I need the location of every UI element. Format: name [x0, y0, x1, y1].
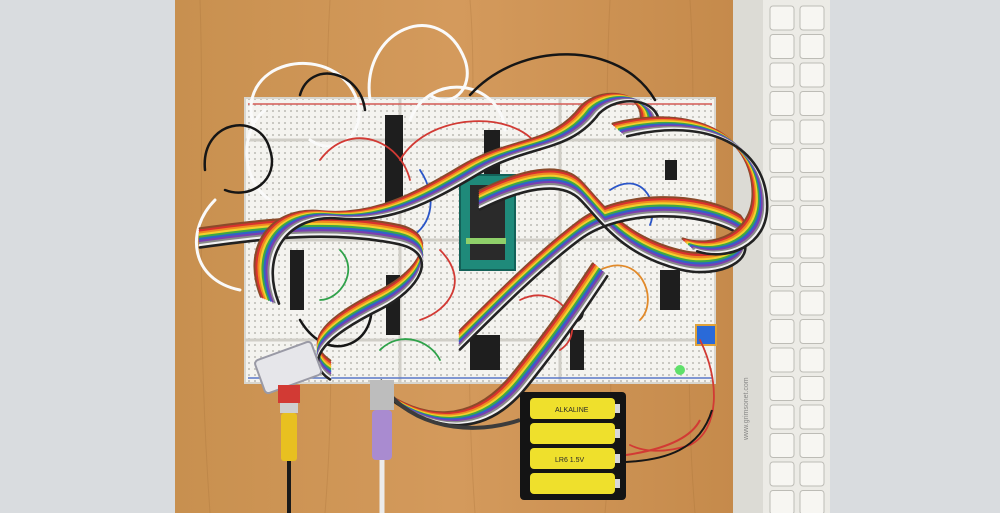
logic-chip	[660, 270, 680, 310]
ribbon-wire	[267, 98, 657, 304]
logic-chip	[665, 160, 677, 180]
keyboard-key	[799, 119, 825, 145]
ribbon-cable-bottom	[371, 116, 769, 427]
black-wires	[203, 53, 657, 348]
keyboard-key	[799, 461, 825, 487]
keyboard-key	[799, 262, 825, 287]
potentiometer	[695, 324, 717, 346]
chips	[290, 115, 680, 370]
cpu-chip	[385, 115, 403, 210]
keyboard-key	[769, 461, 795, 487]
keyboard-key	[769, 5, 795, 31]
ribbon-cables	[198, 92, 769, 427]
keyboard-key	[799, 233, 825, 259]
zif-lever	[466, 238, 506, 244]
ribbon-wire	[271, 99, 661, 305]
ribbon-wire	[458, 187, 747, 351]
logic-chip	[570, 330, 584, 370]
white-wires	[194, 24, 507, 292]
ribbon-wire	[255, 93, 645, 299]
ribbon-wire	[261, 95, 651, 301]
keyboard-key	[769, 433, 795, 458]
keyboard-key	[799, 176, 825, 202]
keyboard-key	[799, 347, 825, 373]
keyboard-key	[799, 319, 825, 344]
keyboard-key	[799, 5, 825, 31]
keyboard-key	[769, 205, 795, 230]
logic-chip	[470, 335, 500, 370]
battery-black-wire	[625, 409, 713, 463]
jumper-wires	[319, 120, 715, 452]
keyboard-key	[769, 233, 795, 259]
ribbon-wire	[269, 99, 659, 305]
keyboard-key	[799, 205, 825, 230]
aa-battery	[530, 448, 615, 469]
keyboard-key	[799, 34, 825, 59]
aa-battery	[530, 473, 615, 494]
video-connector	[254, 340, 323, 513]
watermark-text: www.grimsonet.com	[743, 377, 750, 441]
power-rails	[248, 103, 712, 379]
ribbon-cable-middle	[253, 92, 661, 305]
keyboard-key	[769, 148, 795, 173]
ribbon-wire	[253, 92, 643, 298]
keyboard-key	[799, 91, 825, 116]
ribbon-wire	[257, 94, 647, 300]
keyboard-key	[769, 62, 795, 88]
keyboard-key	[799, 490, 825, 513]
rca-plug	[281, 413, 297, 461]
battery-label: LR6 1.5V	[555, 457, 585, 464]
keyboard-key	[769, 347, 795, 373]
ps2-plug	[372, 410, 392, 460]
keyboard-key	[769, 91, 795, 116]
power-led	[675, 365, 685, 375]
logic-chip	[290, 250, 304, 310]
ribbon-wire	[263, 96, 653, 302]
left-background	[0, 0, 175, 513]
keyboard-key	[769, 34, 795, 59]
keyboard-key	[769, 319, 795, 344]
right-background	[830, 0, 1000, 513]
keyboard-key	[769, 490, 795, 513]
battery-red-wire	[625, 419, 701, 456]
ps2-connector	[370, 380, 394, 513]
battery-label: ALKALINE	[555, 407, 589, 414]
aa-battery	[530, 423, 615, 444]
keyboard-key	[769, 176, 795, 202]
ribbon-wire	[265, 97, 655, 303]
battery-pack: ALKALINE LR6 1.5V	[520, 392, 626, 500]
ribbon-wire	[259, 95, 649, 301]
keyboard-key	[799, 376, 825, 401]
keyboard-key	[799, 404, 825, 430]
keyboard-key	[769, 290, 795, 316]
keyboard-key	[769, 262, 795, 287]
keyboard-key	[799, 290, 825, 316]
keyboard: www.grimsonet.com	[733, 0, 830, 513]
keyboard-key	[769, 404, 795, 430]
aa-battery	[530, 398, 615, 419]
keyboard-key	[769, 376, 795, 401]
keyboard-key	[799, 62, 825, 88]
keyboard-key	[769, 119, 795, 145]
keyboard-key	[799, 433, 825, 458]
keyboard-key	[799, 148, 825, 173]
